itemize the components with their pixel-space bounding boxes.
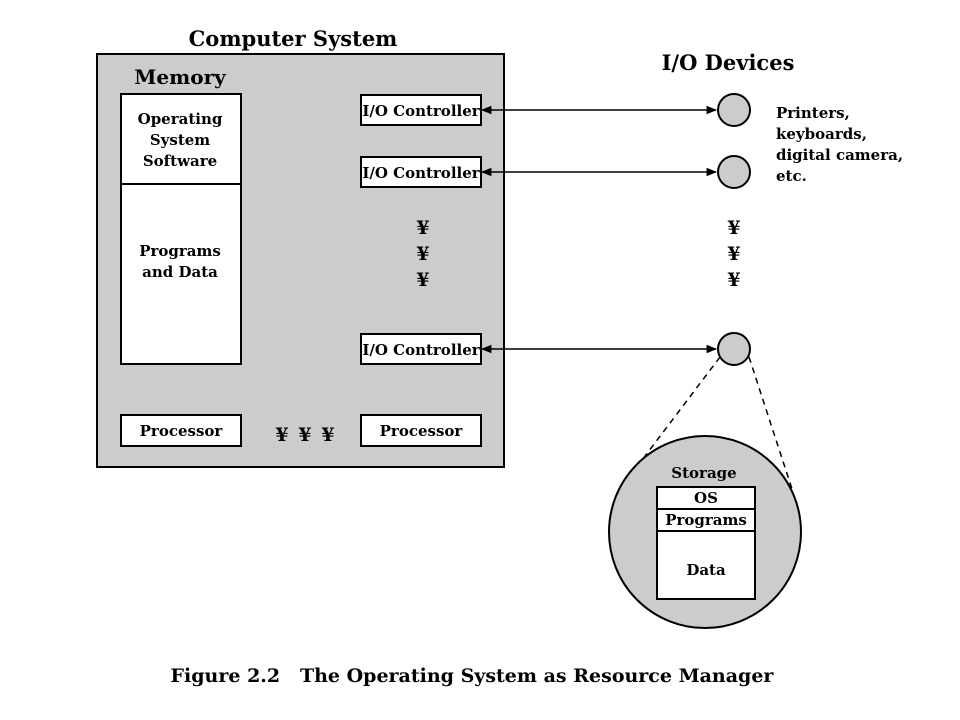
memory-programs-line-2: and Data [142, 263, 218, 281]
memory-os-line-3: Software [143, 152, 217, 170]
storage-title: Storage [671, 464, 736, 482]
processor-ellipsis-2: ¥ [298, 424, 311, 446]
processor-ellipsis-3: ¥ [321, 424, 334, 446]
memory-os-line-2: System [150, 131, 210, 149]
zoom-line-right [748, 356, 794, 493]
device-note-line-2: keyboards, [776, 125, 867, 143]
device-ellipsis-1: ¥ [727, 217, 740, 239]
io-controller-label-1: I/O Controller [362, 102, 480, 120]
storage-data-label: Data [686, 561, 726, 579]
processor-box-1 [120, 414, 242, 447]
io-devices-title: I/O Devices [662, 50, 795, 75]
io-controller-label-2: I/O Controller [362, 164, 480, 182]
storage-programs-label: Programs [665, 511, 747, 529]
controller-ellipsis-1: ¥ [416, 217, 429, 239]
zoom-line-left [635, 356, 721, 469]
io-device-storage [717, 332, 751, 366]
io-device-2 [717, 155, 751, 189]
storage-box [656, 486, 756, 600]
io-controller-label-3: I/O Controller [362, 341, 480, 359]
controller-ellipsis-3: ¥ [416, 269, 429, 291]
processor-label-2: Processor [380, 422, 464, 440]
memory-label: Memory [134, 65, 227, 89]
device-note-line-4: etc. [776, 167, 807, 185]
device-note-line-3: digital camera, [776, 146, 903, 164]
io-controller-box-1 [360, 94, 482, 126]
device-note-line-1: Printers, [776, 104, 850, 122]
controller-ellipsis-2: ¥ [416, 243, 429, 265]
memory-box [120, 93, 242, 365]
processor-box-2 [360, 414, 482, 447]
memory-programs-line-1: Programs [139, 242, 221, 260]
device-ellipsis-2: ¥ [727, 243, 740, 265]
io-device-1 [717, 93, 751, 127]
computer-system-title: Computer System [189, 26, 398, 51]
processor-label-1: Processor [140, 422, 224, 440]
storage-os-label: OS [694, 489, 718, 507]
device-ellipsis-3: ¥ [727, 269, 740, 291]
processor-ellipsis-1: ¥ [275, 424, 288, 446]
memory-os-line-1: Operating [138, 110, 223, 128]
figure-caption: Figure 2.2 The Operating System as Resou… [171, 665, 775, 687]
